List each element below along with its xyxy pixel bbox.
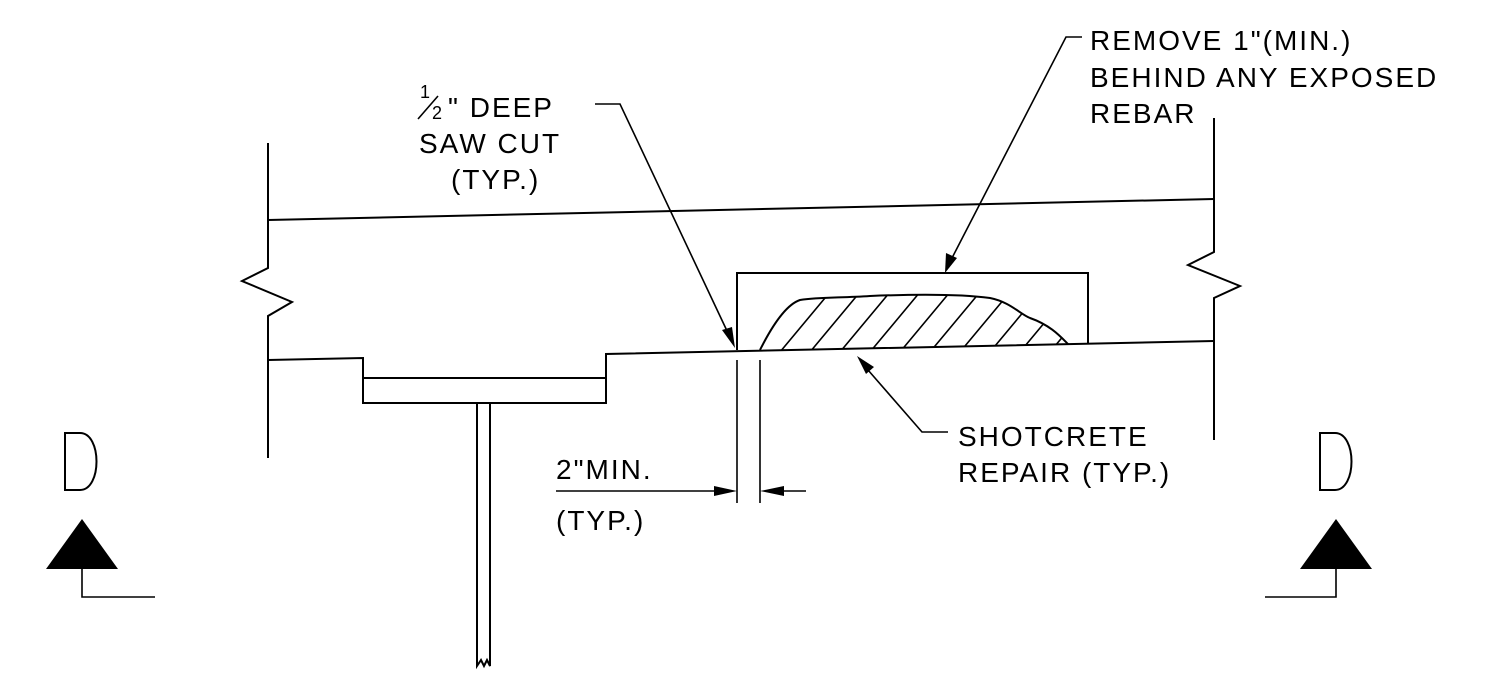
sawcut-note-line2: SAW CUT bbox=[419, 128, 561, 159]
section-marker-right-arrow bbox=[1300, 519, 1372, 569]
section-marker-left-bubble bbox=[64, 432, 98, 491]
shotcrete-note-line2: REPAIR (TYP.) bbox=[958, 457, 1171, 488]
sawcut-note-line3: (TYP.) bbox=[451, 164, 540, 195]
sawcut-fraction-numerator: 1 bbox=[420, 82, 430, 102]
sawcut-fraction-bar bbox=[417, 95, 439, 120]
left-break-line bbox=[239, 143, 295, 458]
beam-top-edge bbox=[267, 198, 1215, 221]
remove-note-line2: BEHIND ANY EXPOSED bbox=[1090, 62, 1438, 93]
right-break-line bbox=[1185, 118, 1243, 440]
remove-note-line3: REBAR bbox=[1090, 98, 1196, 129]
stem-web bbox=[476, 403, 491, 670]
remove-leader bbox=[951, 36, 1082, 259]
shotcrete-note-line1: SHOTCRETE bbox=[958, 421, 1149, 452]
sawcut-leader bbox=[595, 103, 729, 334]
shotcrete-hatching bbox=[760, 294, 1068, 350]
sawcut-fraction-denominator: 2 bbox=[432, 103, 442, 123]
section-marker-left-arrow bbox=[46, 519, 118, 569]
beam-bottom-edge bbox=[267, 340, 1215, 404]
removal-area-box bbox=[736, 272, 1089, 350]
shotcrete-arrowhead bbox=[857, 356, 874, 374]
dim-arrow-right bbox=[760, 486, 784, 496]
shotcrete-patch-outline bbox=[759, 293, 1069, 351]
shotcrete-leader bbox=[867, 369, 948, 433]
section-marker-left-line bbox=[81, 569, 155, 598]
section-marker-right-line bbox=[1265, 569, 1337, 598]
section-marker-right-bubble bbox=[1319, 432, 1353, 491]
remove-note-line1: REMOVE 1"(MIN.) bbox=[1090, 25, 1352, 56]
remove-arrowhead bbox=[945, 253, 957, 273]
dimension-value: 2"MIN. bbox=[556, 454, 653, 485]
dim-arrow-left bbox=[714, 486, 737, 496]
dimension-note: (TYP.) bbox=[556, 505, 645, 536]
sawcut-note-line1: " DEEP bbox=[448, 92, 554, 123]
sawcut-arrowhead bbox=[722, 327, 735, 348]
